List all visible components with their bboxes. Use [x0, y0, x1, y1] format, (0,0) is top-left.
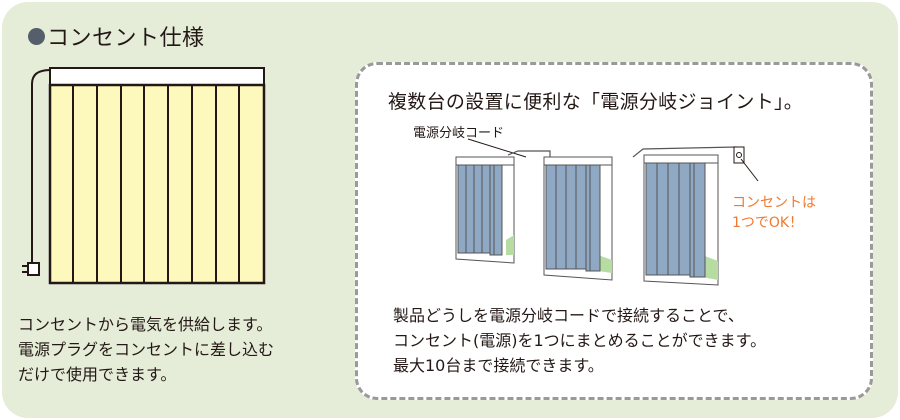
blind-with-plug-illustration [22, 67, 266, 285]
outlet-note-line: 1つでOK！ [732, 215, 804, 231]
callout-heading: 複数台の設置に便利な「電源分岐ジョイント」。 [388, 91, 804, 113]
section-title: コンセント仕様 [28, 20, 205, 52]
left-description-line: 電源プラグをコンセントに差し込む [18, 340, 275, 359]
left-description-line: だけで使用できます。 [18, 365, 177, 384]
outlet-icon [733, 146, 745, 164]
callout-description: 製品どうしを電源分岐コードで接続することで、 コンセント(電源)を1つにまとめる… [393, 303, 766, 378]
section-title-text: コンセント仕様 [47, 26, 205, 51]
callout-description-line: 製品どうしを電源分岐コードで接続することで、 [393, 306, 744, 325]
left-description-line: コンセントから電気を供給します。 [18, 315, 273, 334]
bullet-icon [28, 27, 45, 45]
callout-description-line: コンセント(電源)を1つにまとめることができます。 [393, 331, 767, 350]
plug-icon [27, 262, 40, 276]
left-description: コンセントから電気を供給します。 電源プラグをコンセントに差し込む だけで使用で… [18, 312, 274, 387]
outlet-note-line: コンセントは [732, 195, 816, 211]
branch-joint-callout: 複数台の設置に便利な「電源分岐ジョイント」。 電源分岐コード [355, 62, 873, 400]
callout-description-line: 最大10台まで接続できます。 [393, 356, 604, 375]
cord-label: 電源分岐コード [413, 126, 505, 141]
connected-blinds-illustration [455, 138, 759, 286]
outlet-note: コンセントは 1つでOK！ [732, 193, 816, 233]
